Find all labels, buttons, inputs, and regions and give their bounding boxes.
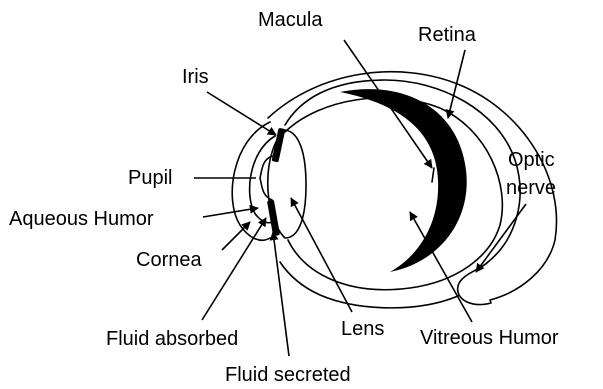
sclera-lower bbox=[280, 262, 458, 308]
label-fluid-absorbed: Fluid absorbed bbox=[106, 328, 238, 350]
pointer-fluid-secreted bbox=[273, 232, 289, 356]
pointer-optic-nerve bbox=[476, 204, 526, 272]
pointer-aqueous-humor bbox=[203, 208, 258, 217]
label-lens: Lens bbox=[341, 318, 384, 340]
label-fluid-secreted: Fluid secreted bbox=[225, 364, 351, 386]
pointer-fluid-absorbed bbox=[202, 218, 266, 320]
label-cornea: Cornea bbox=[136, 249, 202, 271]
label-macula: Macula bbox=[258, 9, 323, 31]
macula-mark bbox=[432, 168, 434, 182]
label-optic-nerve-line1: Optic bbox=[508, 149, 555, 171]
pointer-retina bbox=[448, 50, 465, 118]
label-iris: Iris bbox=[182, 66, 209, 88]
label-retina: Retina bbox=[418, 24, 477, 46]
pointer-iris bbox=[207, 92, 276, 135]
pointer-cornea bbox=[222, 222, 250, 250]
label-vitreous-humor: Vitreous Humor bbox=[420, 327, 559, 349]
label-optic-nerve-line2: nerve bbox=[506, 177, 556, 199]
label-pupil: Pupil bbox=[128, 167, 172, 189]
label-aqueous-humor: Aqueous Humor bbox=[9, 208, 154, 230]
sclera-inner bbox=[285, 98, 502, 290]
pointer-lines bbox=[194, 40, 526, 356]
